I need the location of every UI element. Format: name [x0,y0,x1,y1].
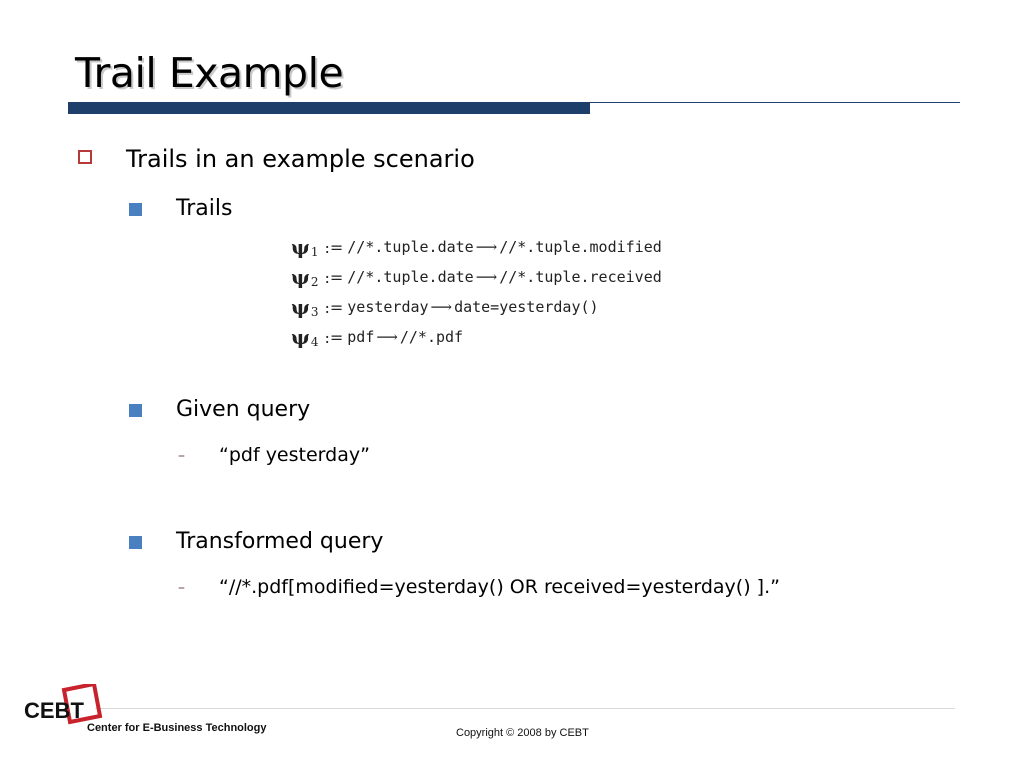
trail-lhs: //*.tuple.date [347,268,474,286]
trail-lhs: pdf [347,328,375,346]
dash-bullet-icon: – [178,448,185,464]
slide-title: Trail Example [75,49,344,97]
bullet-main-text: Trails in an example scenario [126,145,475,173]
psi-subscript: 4 [310,335,319,349]
logo-wordmark: CEBT [24,698,84,723]
transformed-query-text: “//*.pdf[modified=yesterday() OR receive… [219,576,780,598]
assign-symbol: := [324,327,344,347]
logo-tagline: Center for E-Business Technology [87,722,267,734]
trail-rhs: //*.tuple.received [499,268,662,286]
dash-bullet-icon: – [178,580,185,596]
arrow-icon: ⟶ [475,238,498,256]
given-query-text: “pdf yesterday” [219,444,370,466]
square-bullet-icon [129,203,142,216]
assign-symbol: := [324,267,344,287]
assign-symbol: := [324,237,344,257]
section-given-label: Given query [176,397,311,422]
psi-symbol: ψ [291,235,310,259]
psi-subscript: 1 [310,245,319,259]
section-transformed-label: Transformed query [176,529,384,554]
square-bullet-icon [129,536,142,549]
arrow-icon: ⟶ [376,328,398,346]
psi-symbol: ψ [291,265,310,289]
title-rule-thin [590,102,960,103]
psi-symbol: ψ [291,295,310,319]
trail-lhs: yesterday [347,298,429,316]
title-rule-thick [68,102,590,114]
hollow-square-bullet-icon [78,150,92,164]
cebt-logo-icon: CEBT [24,684,103,725]
psi-symbol: ψ [291,325,310,349]
assign-symbol: := [324,297,344,317]
trail-rhs: //*.pdf [399,328,464,346]
square-bullet-icon [129,404,142,417]
trail-rhs: //*.tuple.modified [499,238,662,256]
psi-subscript: 2 [310,275,319,289]
trail-rhs: date=yesterday() [454,298,599,316]
arrow-icon: ⟶ [475,268,498,286]
copyright-text: Copyright © 2008 by CEBT [456,727,589,739]
trail-lhs: //*.tuple.date [347,238,474,256]
section-trails-label: Trails [176,196,233,221]
arrow-icon: ⟶ [430,298,453,316]
psi-subscript: 3 [310,305,319,319]
footer-rule [95,708,955,709]
